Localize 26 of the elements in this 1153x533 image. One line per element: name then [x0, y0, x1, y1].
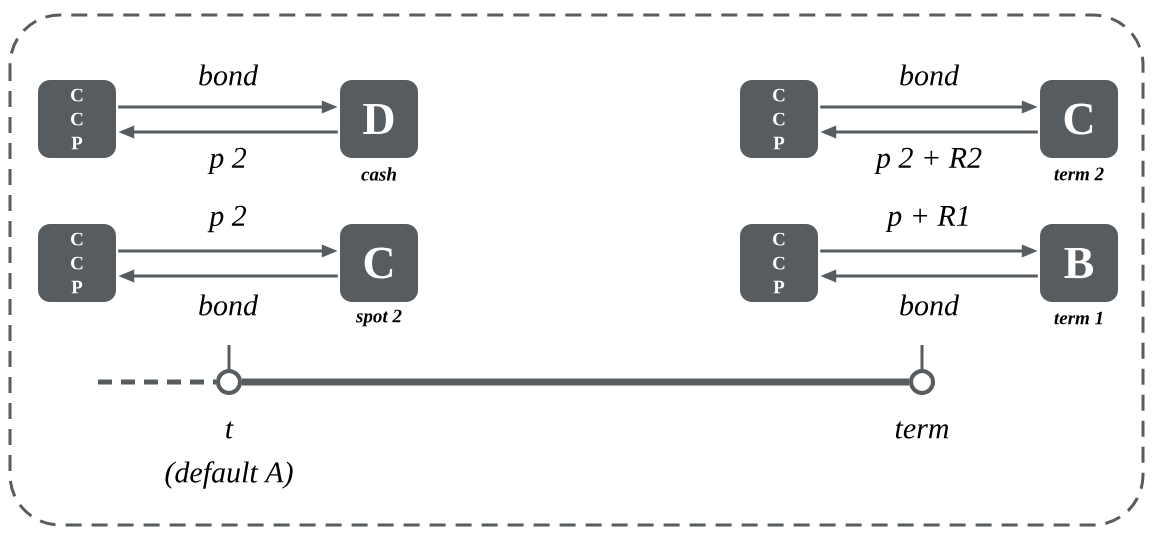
edge-label: bond — [900, 64, 960, 86]
edge-label: p 2 — [207, 205, 247, 233]
party-box: C — [1040, 80, 1118, 158]
ccp-box: C C P — [38, 224, 116, 302]
party-box: B — [1040, 224, 1118, 302]
edge-label: bond — [199, 294, 259, 316]
timeline-circle — [909, 369, 935, 395]
dashed-line — [98, 379, 216, 385]
edge-label: p 2 — [207, 147, 247, 175]
node-caption: term 1 — [1054, 311, 1103, 325]
timeline-circle — [216, 369, 242, 395]
ccp-box: C C P — [740, 80, 818, 158]
node-caption: term 2 — [1054, 167, 1104, 181]
node-caption: spot 2 — [355, 309, 402, 327]
party-box: C — [340, 224, 418, 302]
node-caption: cash — [361, 167, 396, 181]
edge-label: p + R1 — [885, 205, 968, 233]
edge-label: bond — [900, 294, 960, 316]
party-box: D — [340, 80, 418, 158]
node-caption: term — [895, 421, 949, 439]
ccp-box: C C P — [38, 80, 116, 158]
edge-label: p 2 + R2 — [874, 147, 982, 175]
node-caption: t — [226, 421, 234, 439]
edge-label: bond — [199, 64, 259, 86]
ccp-box: C C P — [740, 224, 818, 302]
node-caption: (default A) — [165, 461, 293, 489]
